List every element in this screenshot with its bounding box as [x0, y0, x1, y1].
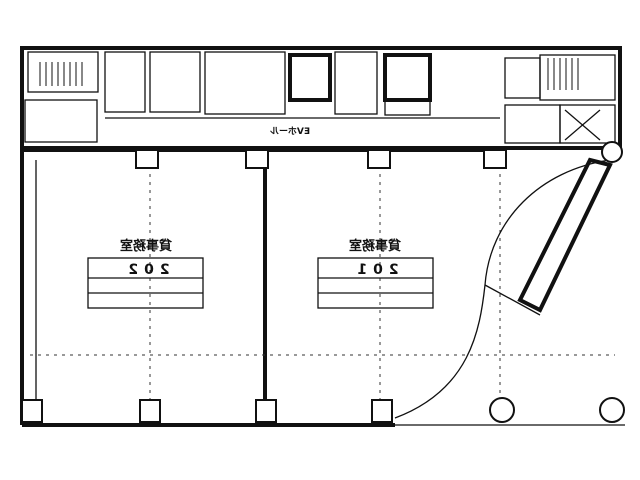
unit-201-number: 201	[351, 262, 398, 278]
ev-hall-label: EVホール	[270, 126, 310, 137]
unit-202-heading: 貸事務室	[120, 238, 172, 254]
unit-201-label: 貸事務室 201	[317, 238, 434, 309]
unit-201-heading: 貸事務室	[349, 238, 401, 254]
unit-202-number: 202	[122, 262, 169, 278]
unit-202-label: 貸事務室 202	[87, 238, 204, 309]
core-rooms	[24, 51, 616, 144]
columns	[21, 141, 625, 423]
